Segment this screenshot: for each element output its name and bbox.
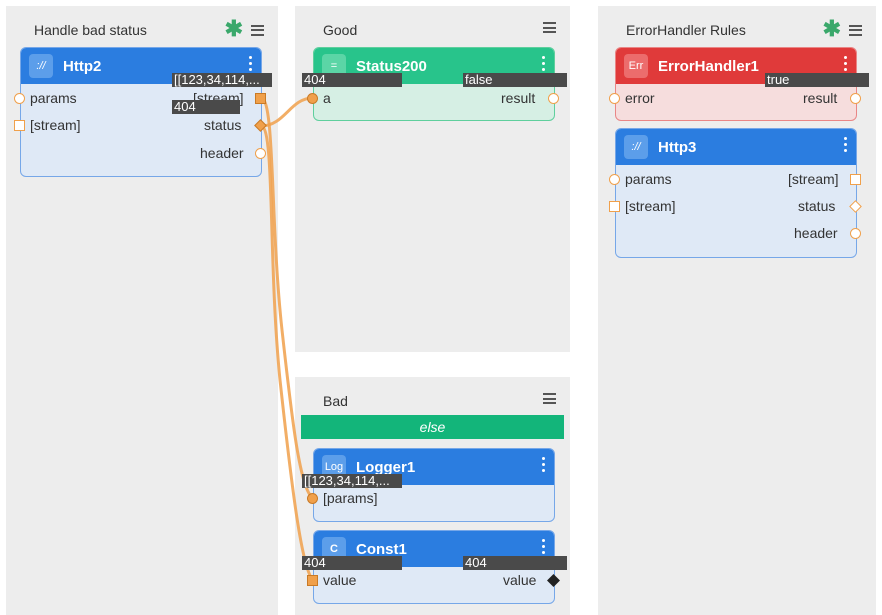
value-tag: false [463, 73, 567, 87]
port-label: error [625, 90, 655, 106]
wire-status-to-const1 [260, 124, 315, 582]
port-header-out[interactable] [850, 228, 861, 239]
port-a-in[interactable] [307, 93, 318, 104]
wire-stream-to-logger1 [260, 96, 315, 500]
port-label: [stream] [625, 198, 676, 214]
port-params-in[interactable] [14, 93, 25, 104]
kebab-icon[interactable] [542, 457, 546, 475]
kebab-icon[interactable] [542, 56, 546, 74]
port-stream-out[interactable] [255, 93, 266, 104]
value-tag: 404 [172, 100, 240, 114]
port-params-in[interactable] [609, 174, 620, 185]
port-stream-in[interactable] [14, 120, 25, 131]
value-tag: 404 [463, 556, 567, 570]
hamburger-icon[interactable] [543, 393, 556, 404]
http-icon: :// [29, 54, 53, 78]
node-title: Http3 [658, 139, 697, 156]
kebab-icon[interactable] [844, 137, 848, 155]
port-result-out[interactable] [548, 93, 559, 104]
else-branch-bar[interactable]: else [301, 415, 564, 439]
port-label: status [798, 198, 836, 214]
kebab-icon[interactable] [249, 56, 253, 74]
port-label: result [501, 90, 536, 106]
node-title: Status200 [356, 58, 427, 75]
port-stream-out[interactable] [850, 174, 861, 185]
value-tag: [[123,34,114,... [172, 73, 272, 87]
port-label: [stream] [30, 117, 81, 133]
node-errorhandler1[interactable]: Err ErrorHandler1 [615, 47, 857, 121]
port-params-in[interactable] [307, 493, 318, 504]
port-label: params [30, 90, 77, 106]
port-label: header [794, 225, 838, 241]
panel-title: Bad [323, 393, 348, 409]
port-header-out[interactable] [255, 148, 266, 159]
asterisk-icon[interactable]: ✱ [224, 16, 243, 41]
kebab-icon[interactable] [844, 56, 848, 74]
port-label: value [503, 572, 537, 588]
node-title: ErrorHandler1 [658, 58, 759, 75]
port-label: header [200, 145, 244, 161]
value-tag: 404 [302, 73, 402, 87]
http-icon: :// [624, 135, 648, 159]
port-label: status [204, 117, 242, 133]
node-header[interactable]: :// Http3 [616, 129, 856, 165]
node-http3[interactable]: :// Http3 [615, 128, 857, 258]
port-stream-in[interactable] [609, 201, 620, 212]
port-label: params [625, 171, 672, 187]
value-tag: true [765, 73, 869, 87]
port-result-out[interactable] [850, 93, 861, 104]
hamburger-icon[interactable] [543, 22, 556, 33]
port-error-in[interactable] [609, 93, 620, 104]
panel-title: Handle bad status [34, 22, 147, 38]
port-label: value [323, 572, 357, 588]
node-header[interactable]: Err ErrorHandler1 [616, 48, 856, 84]
panel-title: ErrorHandler Rules [626, 22, 746, 38]
node-title: Logger1 [356, 459, 416, 476]
port-label: a [323, 90, 331, 106]
error-icon: Err [624, 54, 648, 78]
node-logger1[interactable]: Log Logger1 [313, 448, 555, 522]
port-label: [params] [323, 490, 378, 506]
value-tag: 404 [302, 556, 402, 570]
node-title: Http2 [63, 58, 102, 75]
node-title: Const1 [356, 541, 407, 558]
hamburger-icon[interactable] [849, 24, 862, 36]
port-label: [stream] [788, 171, 839, 187]
value-tag: [[123,34,114,... [302, 474, 402, 488]
port-value-in[interactable] [307, 575, 318, 586]
panel-title: Good [323, 22, 358, 38]
kebab-icon[interactable] [542, 539, 546, 557]
hamburger-icon[interactable] [251, 24, 264, 36]
port-label: result [803, 90, 838, 106]
asterisk-icon[interactable]: ✱ [822, 16, 841, 41]
